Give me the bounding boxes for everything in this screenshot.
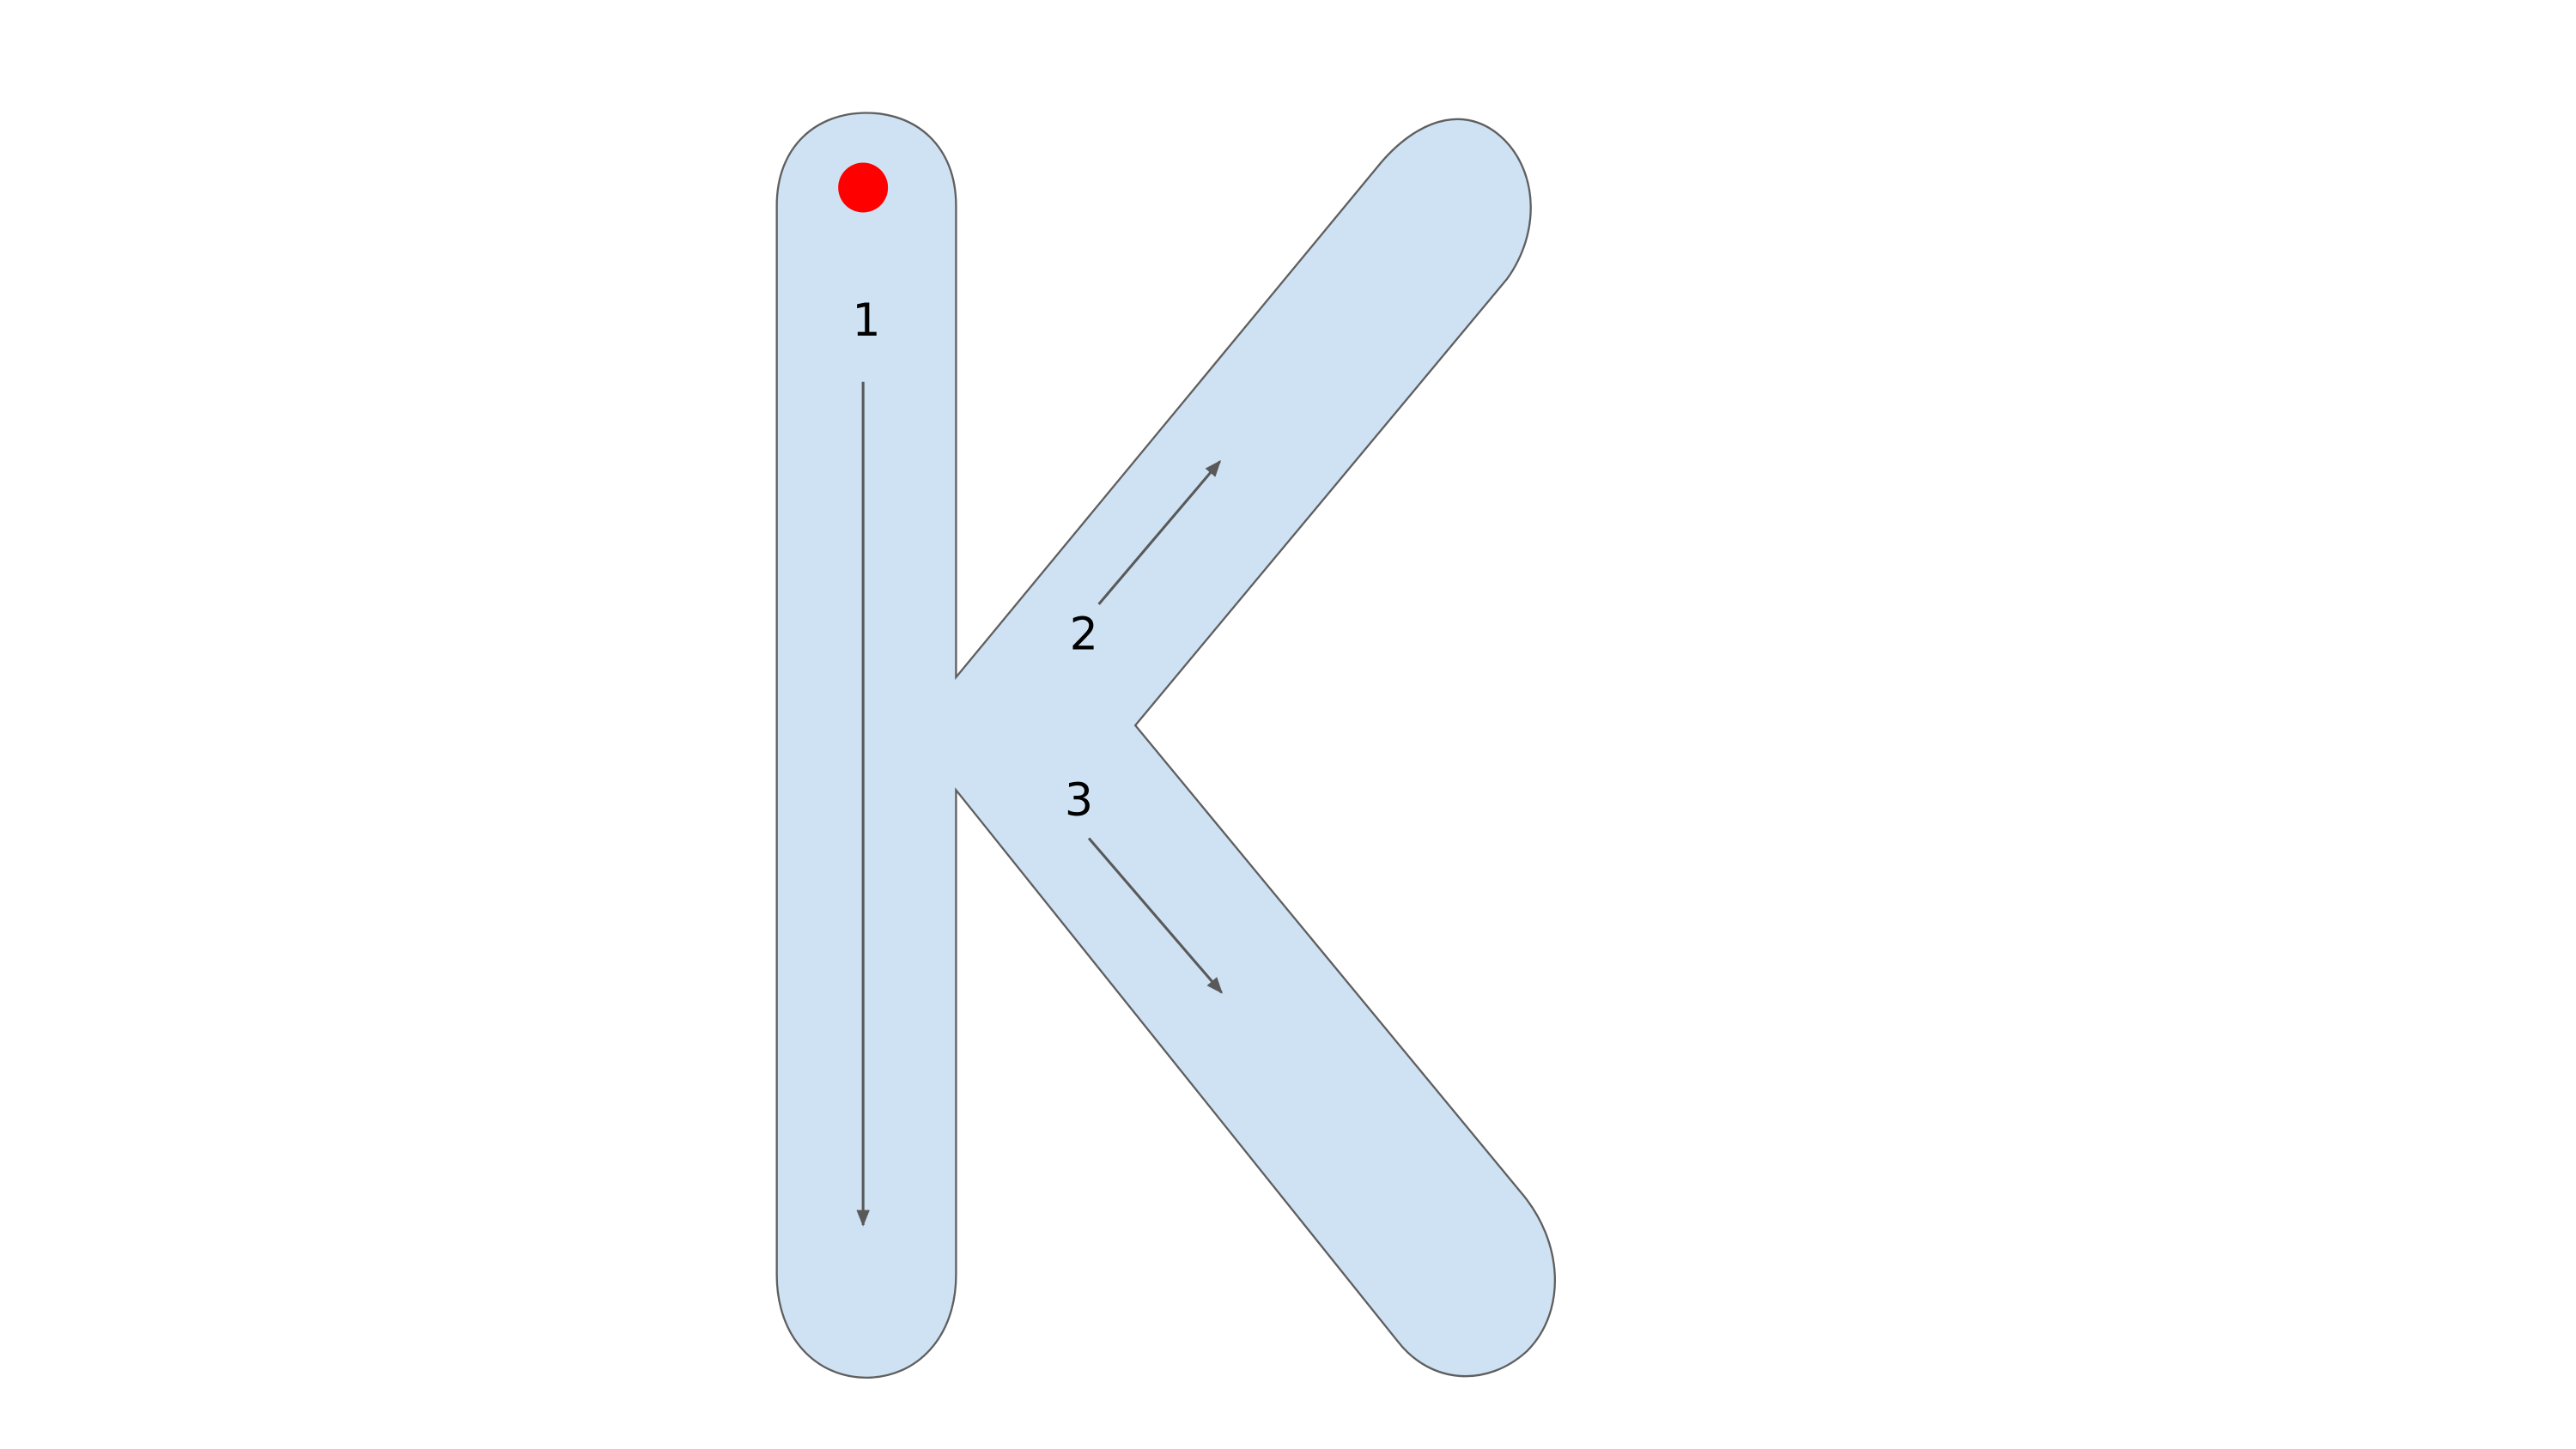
- step-3-arrow: [1087, 837, 1223, 994]
- step-2-arrow: [1097, 460, 1221, 605]
- step-2-label: 2: [1070, 609, 1098, 660]
- start-dot: [838, 162, 889, 213]
- letter-k-outline: [775, 112, 1557, 1379]
- step-1-label: 1: [852, 295, 880, 347]
- step-3-label: 3: [1065, 775, 1093, 827]
